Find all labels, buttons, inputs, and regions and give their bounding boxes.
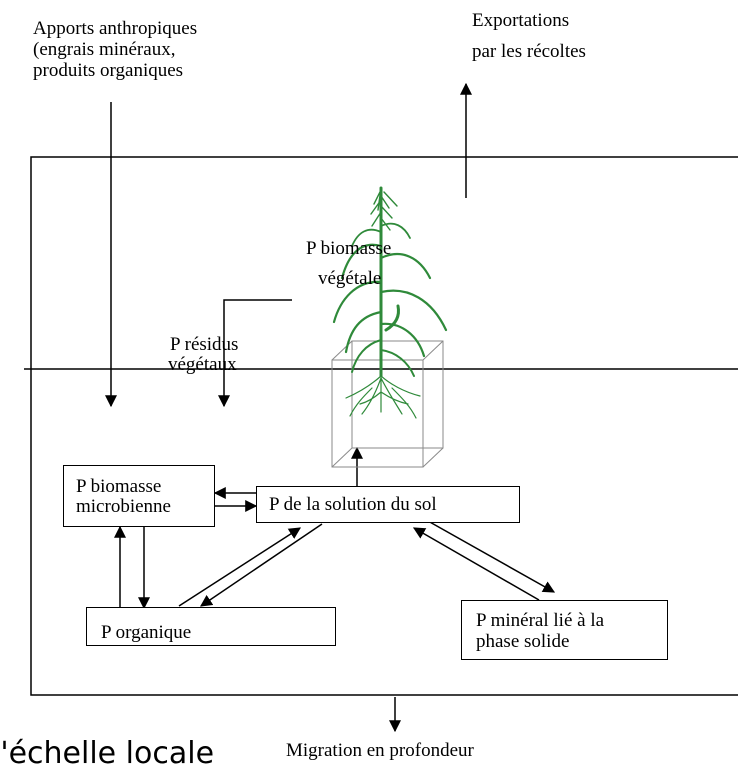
inputs-label-line1: Apports anthropiques [33,18,198,39]
solution-to-mineral-arrow [427,520,556,593]
microbial-biomass-line1: P biomasse [76,476,162,497]
mineral-to-solution-arrow [412,527,540,601]
mineral-p-box: P minéral lié à la phase solide [461,600,668,660]
plant-biomass-label-line1: P biomasse [306,238,392,259]
mineral-p-line2: phase solide [476,631,570,652]
plant-biomass-label-line2: végétale [318,268,382,289]
microbial-biomass-box: P biomasse microbienne [63,465,215,527]
residues-arrow [218,299,292,408]
organic-to-solution-arrow [178,527,302,607]
maize-plant-icon [332,186,448,419]
organic-p-box: P organique [86,607,336,646]
mineral-p-line1: P minéral lié à la [476,610,605,631]
exports-label-line2: par les récoltes [472,41,586,62]
soil-solution-label: P de la solution du sol [269,494,437,515]
system-boundary [30,156,738,696]
plant-residues-label-line2: végétaux [168,354,237,375]
plant-residues-label-line1: P résidus [170,334,239,355]
root-volume-box [331,340,444,468]
exports-label-line1: Exportations [472,10,570,31]
leaching-label: Migration en profondeur [286,740,474,761]
organic-p-label: P organique [101,622,192,643]
solution-to-organic-arrow [200,523,323,607]
microbial-biomass-line2: microbienne [76,496,171,517]
scale-label: l'échelle locale [0,736,215,771]
inputs-label-line2: (engrais minéraux, [33,39,176,60]
soil-solution-box: P de la solution du sol [256,486,520,523]
inputs-label-line3: produits organiques [33,60,184,81]
